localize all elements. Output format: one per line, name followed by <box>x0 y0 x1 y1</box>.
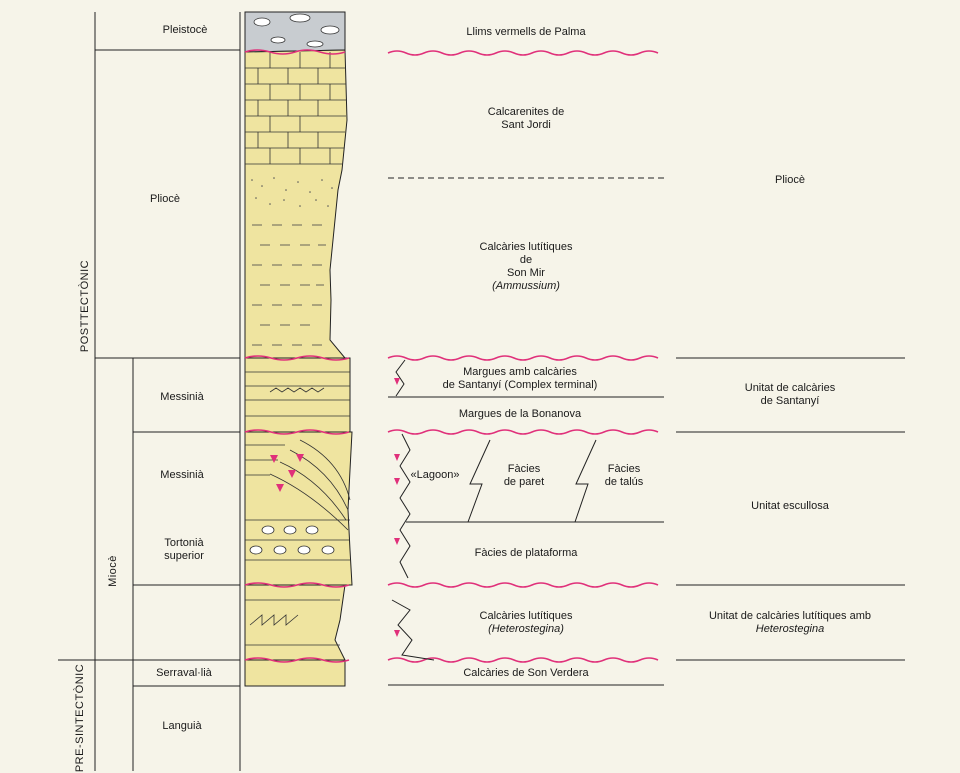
reef-marker-1 <box>394 378 400 385</box>
label-miocene: Miocè <box>107 555 119 587</box>
reef-marker-4 <box>394 538 400 545</box>
lith-margues-calcaries: Margues amb calcàries de Santanyí (Compl… <box>442 366 598 391</box>
facies-contact-talus <box>574 439 597 523</box>
lith-calcaries-sonmir: Calcàries lutítiques de Son Mir (Ammussi… <box>479 241 573 292</box>
lithological-column <box>244 11 353 687</box>
column-messinian-terminal <box>244 357 351 433</box>
label-posttectonic: POSTTECTÒNIC <box>79 259 91 353</box>
zigzag-left-reef <box>399 433 411 579</box>
unit-santanyi: Unitat de calcàries de Santanyí <box>744 382 836 407</box>
lith-calcarenites: Calcarenites de Sant Jordi <box>487 106 565 131</box>
unconformity-tortonian <box>387 582 659 588</box>
lith-lagoon: «Lagoon» <box>410 469 460 481</box>
reef-marker-2 <box>394 454 400 461</box>
stage-langhian: Languià <box>162 720 202 732</box>
stage-messinian-1: Messinià <box>160 391 204 403</box>
lith-llims: Llims vermells de Palma <box>466 26 586 38</box>
stage-tortonian: Tortonià superior <box>164 537 204 562</box>
stage-pleistocene: Pleistocè <box>162 24 208 36</box>
unit-pliocene: Pliocè <box>775 174 805 186</box>
lith-calcaries-heterostegina: Calcàries lutítiques (Heterostegina) <box>479 610 573 635</box>
zigzag-heterostegina <box>391 599 435 661</box>
stage-messinian-2: Messinià <box>160 469 204 481</box>
unconformity-pleistocene <box>387 50 659 56</box>
lith-calcaries-sonverdera: Calcàries de Son Verdera <box>463 667 589 679</box>
label-presintectonic: PRE-SINTECTÒNIC <box>74 663 86 773</box>
column-serravallian <box>244 659 346 687</box>
unconformity-pliocene <box>387 355 659 361</box>
column-heterostegina-unit <box>244 584 346 661</box>
column-pliocene-body <box>244 49 348 359</box>
lith-margues-bonanova: Margues de la Bonanova <box>458 408 582 420</box>
lith-facies-talus: Fàcies de talús <box>604 463 644 488</box>
unit-heterostegina: Unitat de calcàries lutítiques amb Heter… <box>708 610 872 635</box>
facies-contact-paret <box>467 439 491 523</box>
reef-marker-5 <box>394 630 400 637</box>
stage-serravallian: Serraval·lià <box>156 667 212 679</box>
unit-escullosa: Unitat escullosa <box>751 500 829 512</box>
facies-diagram <box>387 50 905 686</box>
unconformity-messinian <box>387 429 659 435</box>
lith-facies-paret: Fàcies de paret <box>503 463 545 488</box>
lith-facies-plataforma: Fàcies de plataforma <box>474 547 578 559</box>
stage-pliocene: Pliocè <box>150 193 180 205</box>
unconformity-serravallian <box>387 657 659 663</box>
reef-marker-3 <box>394 478 400 485</box>
